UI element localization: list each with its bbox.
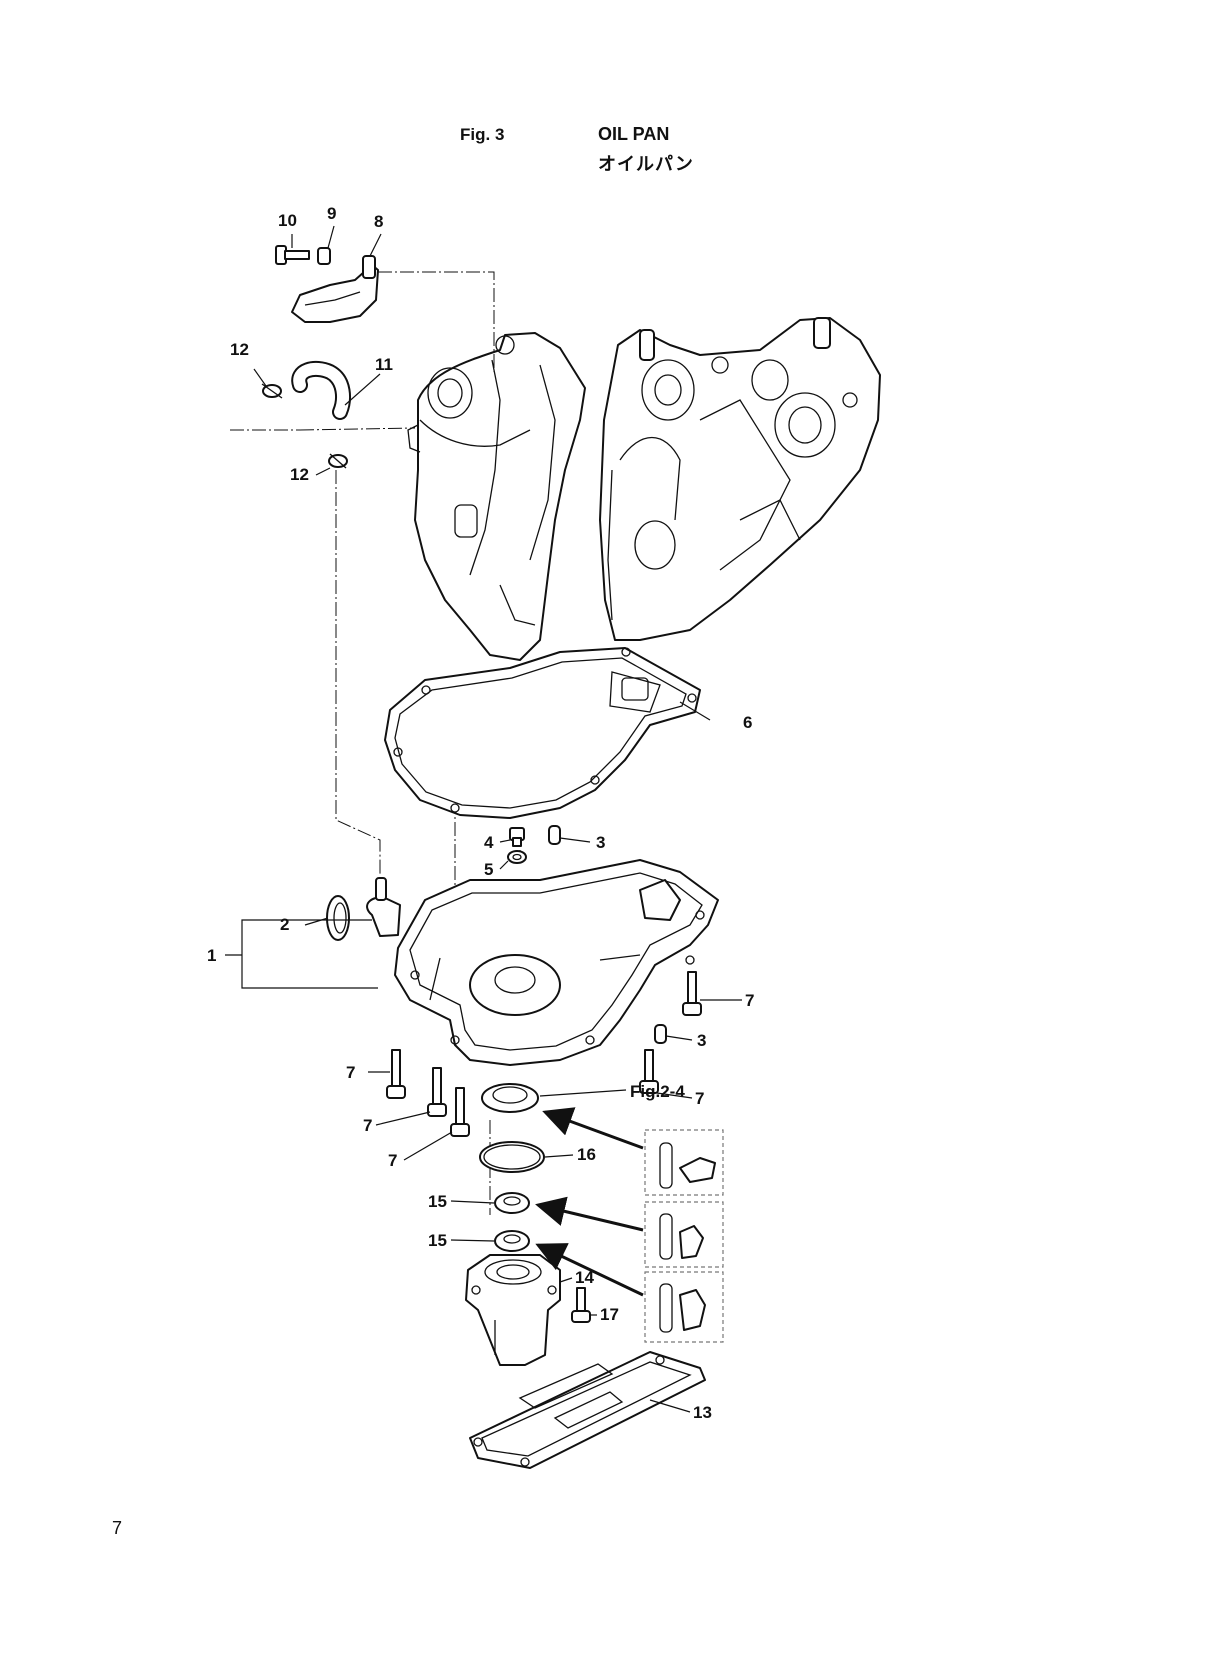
callout-15-upper: 15: [428, 1192, 447, 1211]
part-14-seal-housing-drawing: [465, 1254, 561, 1366]
callout-5: 5: [484, 860, 493, 879]
figure-title: OIL PAN: [598, 124, 670, 144]
callout-2: 2: [280, 915, 289, 934]
seal-detail-box-3: [644, 1271, 724, 1343]
callout-7-center-1: 7: [363, 1116, 372, 1135]
part-15-oil-seal-lower: [494, 1230, 530, 1252]
figure-number: Fig. 3: [460, 125, 505, 144]
part-2-oil-seal-drawing: [326, 895, 350, 941]
crankcase-left-half-drawing: [407, 332, 586, 661]
callout-7-center-2: 7: [388, 1151, 397, 1170]
callout-8: 8: [374, 212, 383, 231]
part-3-dowel-lower: [654, 1024, 667, 1044]
detail-arrow-2: [535, 1196, 644, 1232]
part-16-o-ring-drawing: [479, 1141, 545, 1173]
part-4-plug-drawing: [509, 827, 525, 847]
seal-housing-reference-drawing: [481, 1083, 539, 1113]
callout-1: 1: [207, 946, 216, 965]
callout-11: 11: [375, 355, 393, 374]
callout-15-lower: 15: [428, 1231, 447, 1250]
callout-6: 6: [743, 713, 752, 732]
callout-14: 14: [575, 1268, 594, 1287]
part-11-hose-drawing: [291, 360, 351, 420]
seal-detail-box-1: [644, 1129, 724, 1196]
callout-12-lower: 12: [290, 465, 309, 484]
callout-9: 9: [327, 204, 336, 223]
reference-line-clip: [335, 470, 381, 876]
callout-7-right-upper: 7: [745, 991, 754, 1010]
callout-17: 17: [600, 1305, 619, 1324]
callout-16: 16: [577, 1145, 596, 1164]
callout-3-upper: 3: [596, 833, 605, 852]
crankcase-right-half-drawing: [599, 317, 881, 641]
callout-10: 10: [278, 211, 297, 230]
part-1-oil-pan-drawing: [366, 859, 719, 1066]
callout-7-left: 7: [346, 1063, 355, 1082]
detail-arrow-1: [542, 1107, 644, 1150]
page-number: 7: [112, 1518, 123, 1538]
callout-7-right-lower: 7: [695, 1089, 704, 1108]
part-7-bolt-left: [386, 1049, 406, 1099]
part-9-collar-drawing: [317, 247, 331, 265]
callout-13: 13: [693, 1403, 712, 1422]
part-12-hose-clip-upper: [261, 383, 283, 399]
part-17-bolt-drawing: [571, 1287, 591, 1323]
part-3-dowel-upper: [548, 825, 561, 845]
fig-2-4-reference: Fig.2-4: [630, 1082, 685, 1101]
reference-line-hose-2: [299, 427, 416, 431]
part-5-washer-drawing: [507, 850, 527, 864]
part-8-bracket-drawing: [291, 255, 379, 323]
part-12-hose-clip-lower: [328, 453, 348, 469]
detail-arrow-3: [535, 1243, 644, 1297]
part-13-gasket-drawing: [469, 1351, 706, 1469]
callout-3-lower: 3: [697, 1031, 706, 1050]
callout-12-upper: 12: [230, 340, 249, 359]
part-15-oil-seal-upper: [494, 1192, 530, 1214]
seal-detail-box-2: [644, 1201, 724, 1268]
callout-4: 4: [484, 833, 494, 852]
part-10-bolt-drawing: [275, 245, 310, 265]
part-7-bolt-right-lower: [639, 1049, 659, 1094]
part-7-bolt-center-2: [450, 1087, 470, 1137]
part-7-bolt-center-1: [427, 1067, 447, 1117]
figure-title-japanese: オイルパン: [598, 154, 694, 175]
part-6-gasket-drawing: [384, 647, 701, 819]
part-7-bolt-right-upper: [682, 971, 702, 1016]
reference-line-bracket: [378, 271, 495, 372]
